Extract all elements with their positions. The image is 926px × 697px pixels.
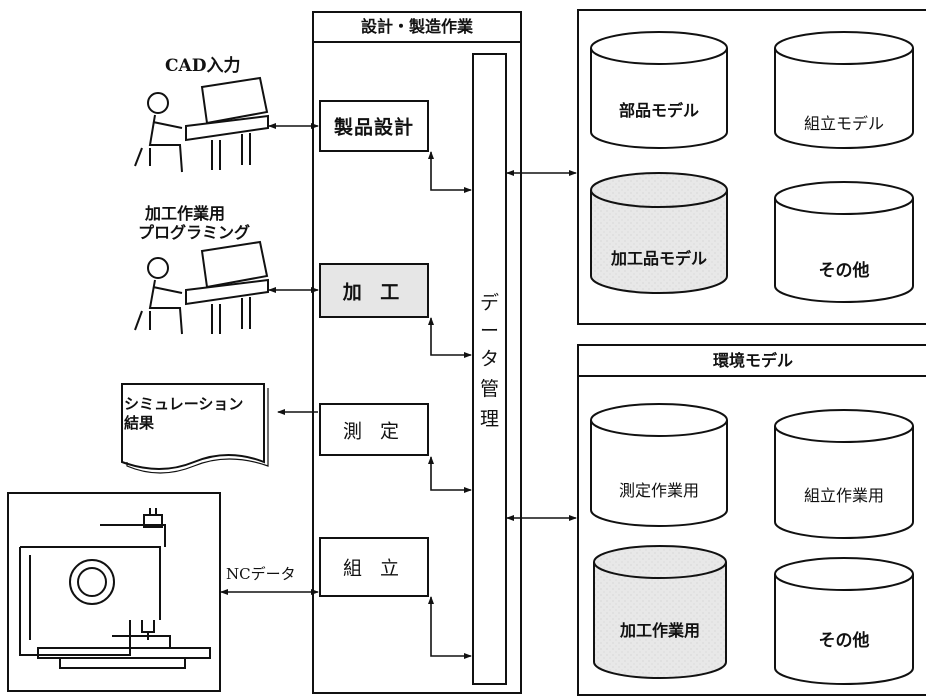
machine-tool-box	[7, 492, 221, 692]
process-machining-box: 加 工	[319, 263, 429, 318]
data-management-char: タ	[480, 348, 500, 370]
document-shadow	[126, 388, 269, 474]
document-icon	[121, 383, 265, 470]
process-measurement-box: 測 定	[319, 403, 429, 456]
cylinder-assembly-model	[774, 31, 914, 149]
data-management-char: 管	[480, 378, 500, 400]
process-design-box: 製品設計	[319, 100, 429, 152]
programming-label-line1: 加工作業用	[145, 204, 226, 223]
programming-label-line2: プログラミング	[138, 223, 251, 242]
arrow-design-to-data	[428, 151, 472, 193]
data-management-char: ー	[480, 320, 500, 342]
env-label-other: その他	[818, 631, 870, 651]
central-header-box	[312, 11, 522, 43]
model-label-parts: 部品モデル	[618, 101, 699, 120]
env-label-machining: 加工作業用	[619, 621, 700, 640]
cylinder-assembly-env	[774, 409, 914, 539]
person-terminal-icon	[134, 240, 269, 335]
data-management-char: 理	[480, 408, 500, 430]
cylinder-machining-env	[593, 545, 727, 679]
model-panel-top	[577, 9, 926, 325]
data-management-char: デ	[480, 292, 500, 314]
process-assembly-box: 組 立	[319, 537, 429, 597]
env-label-assembly: 組立作業用	[803, 486, 884, 505]
simulation-label-line1: シミュレーション	[124, 395, 244, 413]
header-title: 設計・製造作業	[360, 17, 473, 36]
process-design-label: 製品設計	[333, 116, 414, 139]
cylinder-measurement-env	[590, 403, 728, 527]
model-panel-env	[577, 344, 926, 696]
process-assembly-label: 組 立	[342, 557, 406, 580]
nc-data-label: NCデータ	[226, 565, 296, 583]
arrow-measurement-to-data	[428, 456, 472, 493]
cylinder-other-top	[774, 181, 914, 303]
env-label-measurement: 測定作業用	[618, 481, 699, 500]
simulation-label-line2: 結果	[124, 414, 155, 432]
process-measurement-label: 測 定	[342, 420, 406, 442]
env-panel-title: 環境モデル	[712, 351, 793, 370]
cad-input-label: CAD入力	[165, 56, 241, 76]
process-machining-label: 加 工	[342, 281, 406, 303]
arrow-machining-to-data	[428, 317, 472, 358]
data-management-bar	[472, 53, 507, 685]
person-terminal-icon	[134, 76, 269, 173]
arrow-assembly-to-data	[428, 596, 472, 659]
cylinder-parts-model	[590, 31, 728, 149]
model-label-assembly: 組立モデル	[803, 114, 884, 133]
machine-tool-icon	[19, 508, 211, 669]
cylinder-machined-model	[590, 172, 728, 294]
cylinder-other-env	[774, 557, 914, 685]
model-label-machined: 加工品モデル	[610, 249, 707, 268]
model-label-other-top: その他	[818, 261, 870, 281]
